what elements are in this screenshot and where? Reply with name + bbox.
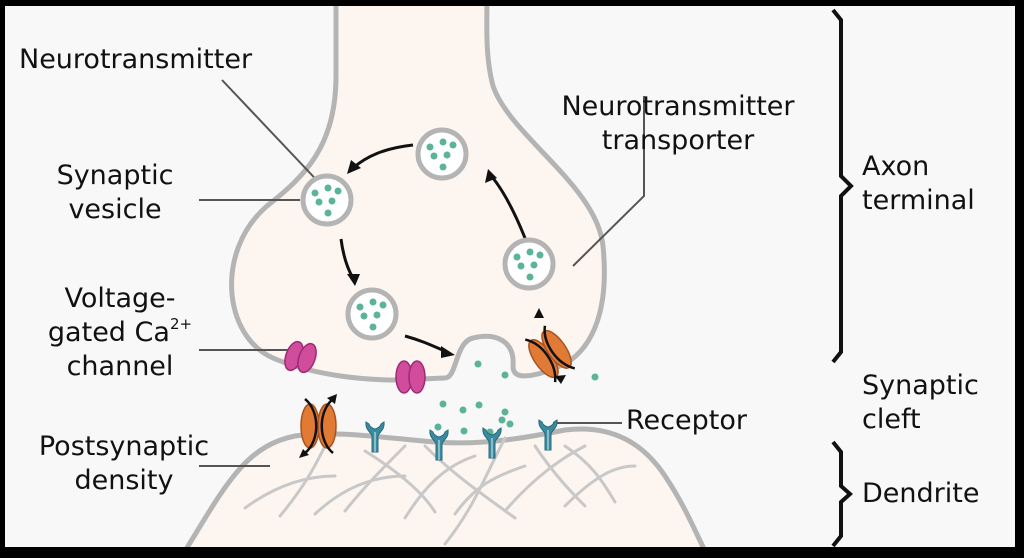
label-line: Postsynaptic [38,431,210,462]
neurotransmitter-dot [591,373,599,381]
transporter-icon [299,394,337,458]
neurotransmitter-dot [334,187,342,195]
label-line: Synaptic [862,370,979,401]
label-line: Neurotransmitter [561,91,795,122]
neurotransmitter-dot [526,273,534,281]
vesicle-icon [415,127,469,181]
neurotransmitter-dot [434,423,442,431]
label-line: Axon [862,151,930,182]
neurotransmitter-dot [443,151,451,159]
label-line: transporter [601,125,755,156]
label-line: density [74,465,174,496]
receptor-icon [538,419,558,451]
label-synaptic-vesicle: Synaptic vesicle [45,159,185,227]
neurotransmitter-dot [430,152,438,160]
label-line: Synaptic [56,160,174,191]
synapse-illustration [184,6,854,547]
ca-channel-icon [284,340,317,374]
region-dendrite: Dendrite [862,478,980,509]
leader-lines [199,79,645,467]
label-line: gated Ca2+ [35,316,205,350]
transporter-icon [524,325,576,383]
label-neurotransmitter-transporter: Neurotransmitter transporter [533,90,823,158]
label-voltage-gated-ca-channel: Voltage- gated Ca2+ channel [35,282,205,384]
neurotransmitter-dot [513,253,521,261]
label-neurotransmitter: Neurotransmitter [19,44,253,75]
released-neurotransmitters [434,360,599,436]
synaptic-vesicles [300,127,556,341]
neurotransmitter-dot [536,251,544,259]
arrowhead [555,375,566,384]
neurotransmitter-dot [506,420,514,428]
label-line: vesicle [68,194,162,225]
neurotransmitter-dot [311,189,319,197]
receptor-icon [429,429,449,461]
neurotransmitter-dot [501,371,509,379]
dendrite-brace [831,440,854,547]
neurotransmitter-dot [324,209,332,217]
label-line: Voltage- [64,283,176,314]
label-postsynaptic-density: Postsynaptic density [19,430,229,498]
neurotransmitter-dot [459,406,467,414]
neurotransmitter-dot [474,360,482,368]
neurotransmitter-dot [449,141,457,149]
neurotransmitter-dot [460,427,468,435]
receptor-icon [365,421,385,453]
receptors [365,419,558,461]
vesicle-icon [300,173,354,227]
neurotransmitter-dot [373,311,381,319]
neurotransmitter-dot [439,138,447,146]
region-synaptic-cleft: Synaptic cleft [862,369,979,437]
neurotransmitter-dot [526,248,534,256]
neurotransmitter-dot [324,184,332,192]
neurotransmitter-dot [439,400,447,408]
neurotransmitter-dot [369,298,377,306]
label-receptor: Receptor [626,405,747,436]
neurotransmitter-dot [517,262,525,270]
receptor-icon [482,427,502,459]
axon-terminal-brace [831,8,854,364]
ca-channel-icon [395,360,426,394]
region-axon-terminal: Axon terminal [862,150,975,218]
label-line: cleft [862,404,921,435]
vesicle-icon [345,287,399,341]
label-line: channel [66,351,174,382]
neurotransmitter-dot [328,197,336,205]
neurotransmitter-dot [498,416,506,424]
label-text: gated Ca [47,317,170,348]
neurotransmitter-dot [439,163,447,171]
neurotransmitter-dot [360,312,368,320]
axon-terminal-shape [229,6,607,383]
dendrite-shape [184,426,706,547]
label-line: terminal [862,185,975,216]
brace-icons [831,8,854,547]
postsynaptic-density-filaments [243,436,637,546]
neurotransmitter-dot [369,323,377,331]
neurotransmitter-dot [426,143,434,151]
neurotransmitter-dot [356,303,364,311]
neurotransmitter-dot [379,301,387,309]
vesicle-icon [502,237,556,291]
arrowhead [534,308,544,318]
neurotransmitter-dot [315,198,323,206]
neurotransmitter-dot [530,261,538,269]
arrowheads [347,160,497,358]
neurotransmitter-dot [475,401,483,409]
superscript: 2+ [169,315,193,333]
diagram-canvas: Neurotransmitter Synaptic vesicle Voltag… [5,6,1015,547]
neurotransmitter-dot [501,408,509,416]
